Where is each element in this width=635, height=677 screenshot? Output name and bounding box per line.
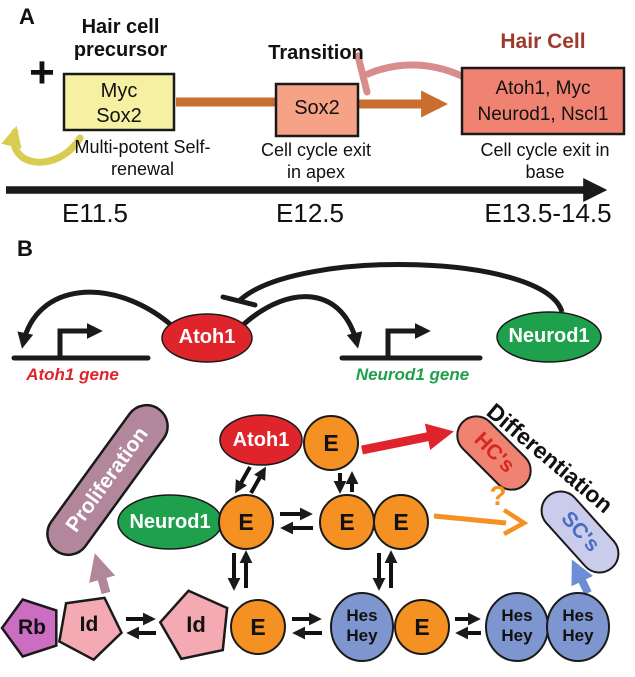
- haircell-inhibition-line: [364, 61, 474, 84]
- e-protein-circle: [394, 599, 450, 655]
- inhibition-t-bar: [354, 52, 371, 96]
- hes-hey-label: Hes Hey: [332, 606, 392, 647]
- hes-line: Hes: [501, 606, 533, 625]
- neurod1-ellipse: [496, 311, 602, 363]
- to-hc-differentiation-arrow: [361, 423, 454, 455]
- hey-line: Hey: [562, 626, 594, 646]
- e-protein-circle: [230, 599, 286, 655]
- e-label: E: [238, 509, 254, 535]
- rb-pentagon: [0, 598, 58, 658]
- question-mark: ?: [489, 480, 507, 511]
- atoh1-small-label: Atoh1: [232, 429, 290, 451]
- atoh1e-neurod1e-equilibrium-down: [235, 466, 252, 494]
- e-label: E: [414, 614, 430, 640]
- precursor-title: Hair cell precursor: [73, 16, 168, 61]
- transition-box-text: Sox2: [294, 97, 340, 119]
- precursor-myc: Myc: [100, 80, 138, 102]
- neurod1-inhibition-t-bar: [220, 294, 258, 308]
- timeline-e11: E11.5: [61, 198, 128, 228]
- panel-b-label: B: [17, 236, 33, 261]
- atoh1-ellipse: [161, 313, 253, 363]
- rb-label: Rb: [18, 616, 46, 639]
- plus-sign: +: [29, 48, 55, 97]
- hes-line: Hes: [562, 606, 594, 625]
- atoh1-gene-promoter-arrow: [57, 322, 103, 358]
- transition-title: Transition: [268, 42, 364, 64]
- hey-line: Hey: [501, 626, 533, 646]
- atoh1-to-neurod1-gene-arrow: [242, 294, 363, 349]
- self-renewal-caption: Multi-potent Self-renewal: [74, 137, 211, 179]
- atoh1-small-ellipse: [219, 414, 303, 466]
- e-label: E: [323, 430, 339, 456]
- precursor-sox2: Sox2: [96, 105, 142, 127]
- transition-caption: Cell cycle exit in apex: [260, 140, 372, 182]
- e-protein-circle: [218, 494, 274, 550]
- to-proliferation-arrow: [89, 553, 116, 595]
- hair-cell-caption: Cell cycle exit in base: [480, 140, 610, 182]
- neurod1-gene-promoter-arrow: [385, 322, 431, 358]
- panel-a-label: A: [19, 4, 35, 29]
- proliferation-pill: [46, 403, 169, 557]
- hair-cell-box: [460, 66, 626, 136]
- hes-hey-oval: [330, 592, 394, 662]
- transition-box: [274, 82, 360, 138]
- hes-hey-label: Hes Hey: [487, 606, 547, 647]
- precursor-box: [62, 72, 176, 132]
- e-label: E: [393, 509, 409, 535]
- e-protein-circle: [303, 415, 359, 471]
- hey-line: Hey: [346, 626, 378, 646]
- hes-hey-label: Hes Hey: [548, 606, 608, 647]
- atoh1-gene-label: Atoh1 gene: [26, 365, 119, 384]
- atoh1-autoregulation-arrow: [17, 289, 172, 349]
- e-protein-circle: [373, 494, 429, 550]
- atoh1e-neurod1e-equilibrium-up: [249, 466, 266, 494]
- hes-hey-oval: [546, 592, 610, 662]
- hcs-pill: [456, 415, 532, 491]
- self-renewal-arrow: [1, 125, 84, 166]
- neurod1-gene-label: Neurod1 gene: [355, 365, 470, 384]
- hair-cell-box-text: Atoh1, Myc Neurod1, Nscl1: [462, 76, 624, 127]
- scs-pill: [540, 490, 620, 574]
- atoh1-label: Atoh1: [178, 326, 236, 348]
- to-sc-question-arrow: [433, 513, 507, 526]
- open-arrowhead: [502, 508, 529, 536]
- hair-cell-title: Hair Cell: [500, 30, 586, 53]
- neurod1-small-label: Neurod1: [129, 511, 211, 533]
- timeline-e13: E13.5-14.5: [484, 198, 612, 228]
- neurod1-label: Neurod1: [508, 325, 590, 347]
- e-label: E: [250, 614, 266, 640]
- timeline-e12: E12.5: [276, 198, 344, 228]
- precursor-box-text: Myc Sox2: [64, 79, 174, 129]
- id-label: Id: [79, 613, 99, 636]
- neurod1-inhibits-atoh1-arc: [238, 261, 565, 313]
- e-label: E: [339, 509, 355, 535]
- hair-cell-line2: Neurod1, Nscl1: [477, 103, 609, 125]
- id-label: Id: [186, 612, 206, 637]
- to-sc-arrow: [571, 559, 594, 595]
- hair-cell-line1: Atoh1, Myc: [495, 78, 591, 99]
- id-pentagon: [57, 596, 124, 662]
- hes-line: Hes: [346, 606, 378, 625]
- id-pentagon: [158, 589, 229, 661]
